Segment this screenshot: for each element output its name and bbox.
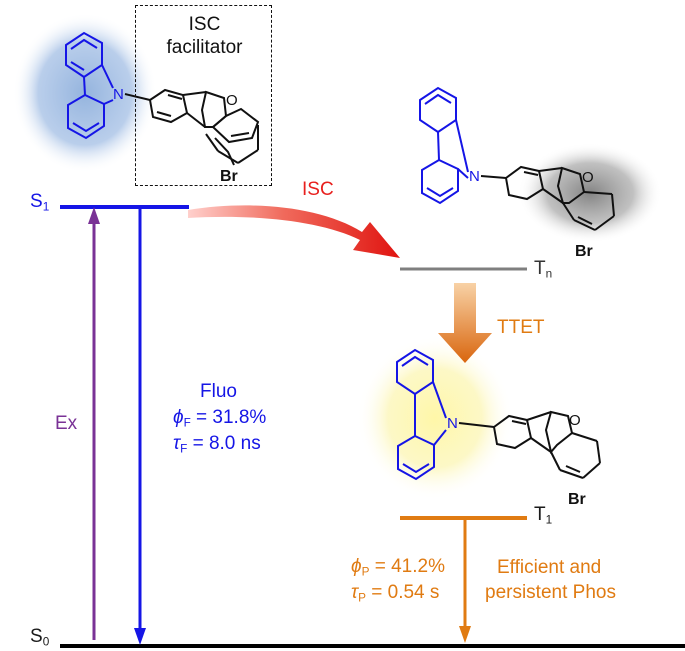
oxygen-atom: O <box>569 412 581 429</box>
tn-base: T <box>534 258 546 279</box>
nitrogen-atom: N <box>113 86 124 103</box>
tau-value: = 8.0 ns <box>187 433 261 454</box>
tn-label: Tn <box>534 259 552 280</box>
s0-sub: 0 <box>42 635 50 649</box>
nitrogen-atom: N <box>447 415 458 432</box>
fluorescence-arrowhead <box>134 628 146 645</box>
bromine-atom: Br <box>575 243 593 260</box>
isc-facilitator-label: ISC facilitator <box>136 13 273 59</box>
oxygen-atom: O <box>582 169 594 186</box>
phi-symbol: ϕ <box>351 556 362 577</box>
tau-sub: P <box>358 591 366 605</box>
s1-label: S1 <box>30 192 49 213</box>
oxygen-atom: O <box>226 92 238 109</box>
tau-value: = 0.54 s <box>365 582 440 603</box>
fluo-title: Fluo <box>200 381 237 402</box>
isc-arrow <box>188 205 400 258</box>
molecule-s1: N O Br <box>65 31 260 185</box>
bromine-atom: Br <box>568 491 586 508</box>
isc-facilitator-box: ISC facilitator <box>135 5 272 186</box>
molecule-t1: N O Br <box>396 348 601 508</box>
tau-symbol: τ <box>173 433 181 454</box>
s0-base: S <box>30 626 43 647</box>
phos-tau: τP = 0.54 s <box>351 583 439 604</box>
phi-sub: P <box>361 565 370 579</box>
fluo-phi: ϕF = 31.8% <box>173 408 266 429</box>
phosphorescence-arrowhead <box>459 626 471 643</box>
phos-desc-line2: persistent Phos <box>485 582 616 603</box>
isc-facilitator-line2: facilitator <box>166 37 243 58</box>
s1-base: S <box>30 191 43 212</box>
s1-sub: 1 <box>42 200 50 214</box>
isc-label: ISC <box>302 179 334 200</box>
nitrogen-atom: N <box>469 168 480 185</box>
t1-label: T1 <box>534 505 552 526</box>
ttet-label: TTET <box>497 317 545 338</box>
bromine-atom: Br <box>220 168 238 185</box>
phi-value: = 31.8% <box>190 407 267 428</box>
tn-sub: n <box>545 267 553 281</box>
phi-symbol: ϕ <box>173 407 184 428</box>
tau-sub: F <box>180 442 188 456</box>
isc-facilitator-line1: ISC <box>188 14 221 35</box>
ex-label: Ex <box>55 413 78 434</box>
excitation-arrowhead <box>88 207 100 224</box>
phi-value: = 41.2% <box>369 556 445 577</box>
tau-symbol: τ <box>351 582 359 603</box>
t1-sub: 1 <box>545 513 553 527</box>
phos-desc-line1: Efficient and <box>497 557 602 578</box>
ttet-arrow <box>438 283 492 363</box>
molecule-tn: N O Br <box>419 86 615 260</box>
fluo-tau: τF = 8.0 ns <box>173 434 261 455</box>
yellow-glow <box>357 336 513 500</box>
phi-sub: F <box>183 416 191 430</box>
s0-label: S0 <box>30 627 49 648</box>
t1-base: T <box>534 504 546 525</box>
phos-phi: ϕP = 41.2% <box>351 557 445 578</box>
